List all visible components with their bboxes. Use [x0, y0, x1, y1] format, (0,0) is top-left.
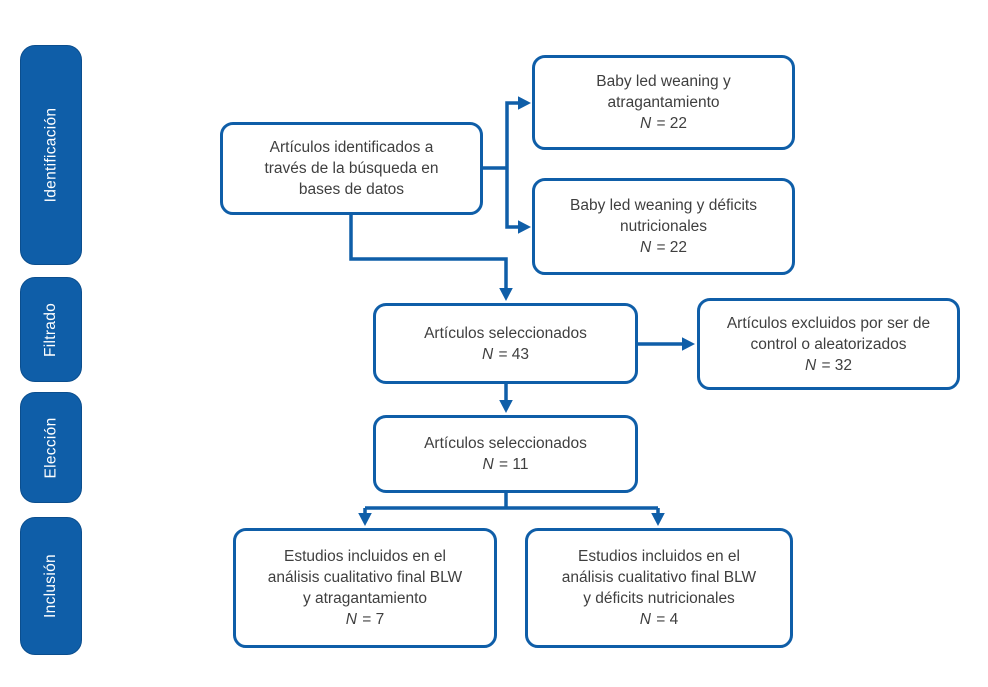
- box-excluded-32: Artículos excluidos por ser de control o…: [697, 298, 960, 390]
- n-value: = 7: [357, 611, 385, 628]
- stage-filtrado-label: Filtrado: [42, 302, 59, 357]
- n-value: = 22: [652, 115, 688, 132]
- box-text-line: y atragantamiento: [302, 590, 428, 607]
- box-text-line: análisis cualitativo final BLW: [561, 569, 757, 586]
- n-value: = 32: [817, 356, 853, 374]
- box-n-count: N = 7: [346, 609, 385, 630]
- n-symbol: N: [639, 611, 651, 628]
- box-text-line: Estudios incluidos en el: [578, 548, 740, 565]
- stage-eleccion: Elección: [20, 392, 82, 503]
- box-text-line: Artículos seleccionados: [424, 324, 587, 342]
- box-selected-11: Artículos seleccionados N = 11: [373, 415, 638, 493]
- box-text-line: control o aleatorizados: [750, 335, 907, 353]
- arrowhead-to-included-deficits: [651, 513, 665, 526]
- box-text-line: Baby led weaning y déficits: [570, 197, 757, 214]
- n-symbol: N: [481, 345, 494, 363]
- arrowhead-to-blw-choking: [518, 96, 531, 110]
- box-text-line: Artículos seleccionados: [424, 435, 587, 452]
- box-included-deficits: Estudios incluidos en el análisis cualit…: [525, 528, 793, 648]
- n-symbol: N: [804, 356, 817, 374]
- box-n-count: N = 22: [640, 237, 687, 258]
- connector-selected11-split: [363, 493, 660, 514]
- n-value: = 43: [494, 345, 530, 363]
- n-symbol: N: [639, 115, 652, 132]
- box-text-line: Baby led weaning y: [596, 73, 731, 90]
- arrowhead-to-included-choking: [358, 513, 372, 526]
- n-value: = 4: [651, 611, 679, 628]
- arrowhead-to-excluded: [682, 337, 695, 351]
- box-text-line: través de la búsqueda en: [264, 160, 439, 177]
- stage-identificacion: Identificación: [20, 45, 82, 265]
- box-n-count: N = 43: [482, 344, 529, 365]
- box-text-line: atragantamiento: [607, 94, 720, 111]
- n-value: = 22: [652, 239, 688, 256]
- stage-inclusion: Inclusión: [20, 517, 82, 655]
- arrowhead-to-blw-deficits: [518, 220, 531, 234]
- box-n-count: N = 4: [640, 609, 679, 630]
- box-text-line: Artículos identificados a: [269, 139, 434, 156]
- n-symbol: N: [639, 239, 652, 256]
- n-value: = 11: [494, 456, 529, 473]
- connector-identified-selected43: [349, 215, 508, 289]
- box-text-line: nutricionales: [619, 218, 708, 235]
- box-text-line: análisis cualitativo final BLW: [267, 569, 463, 586]
- box-text-line: Artículos excluidos por ser de: [726, 314, 931, 332]
- box-n-count: N = 32: [805, 355, 852, 376]
- box-blw-choking: Baby led weaning y atragantamiento N = 2…: [532, 55, 795, 150]
- stage-eleccion-label: Elección: [42, 417, 59, 478]
- arrowhead-to-selected43: [499, 288, 513, 301]
- box-n-count: N = 11: [483, 454, 529, 475]
- box-text-line: y déficits nutricionales: [583, 590, 735, 607]
- stage-filtrado: Filtrado: [20, 277, 82, 382]
- n-symbol: N: [345, 611, 357, 628]
- box-selected-43: Artículos seleccionados N = 43: [373, 303, 638, 384]
- box-text-line: Estudios incluidos en el: [284, 548, 446, 565]
- box-articles-identified: Artículos identificados a través de la b…: [220, 122, 483, 215]
- stage-identificacion-label: Identificación: [42, 107, 59, 203]
- box-n-count: N = 22: [640, 113, 687, 134]
- stage-inclusion-label: Inclusión: [42, 554, 59, 618]
- box-included-choking: Estudios incluidos en el análisis cualit…: [233, 528, 497, 648]
- box-blw-deficits: Baby led weaning y déficits nutricionale…: [532, 178, 795, 275]
- connector-split-branches: [505, 101, 519, 229]
- box-text-line: bases de datos: [298, 181, 405, 198]
- n-symbol: N: [482, 456, 494, 473]
- arrowhead-to-selected11: [499, 400, 513, 413]
